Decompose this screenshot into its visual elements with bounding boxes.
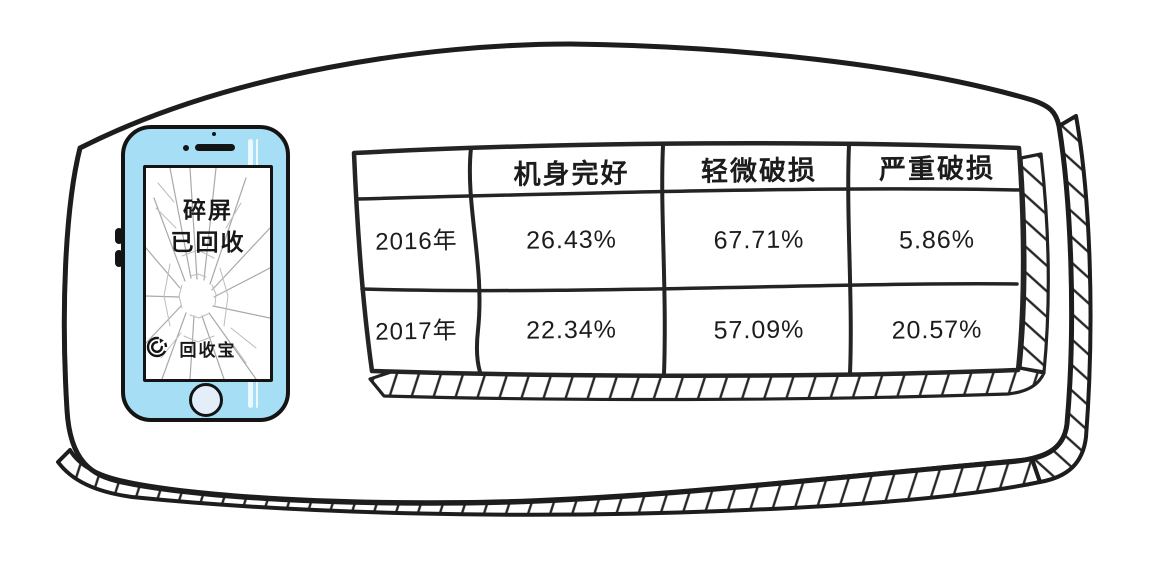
table-header-cell: 轻微破损 xyxy=(700,155,818,187)
table-header-cell: 机身完好 xyxy=(513,158,630,190)
table-cell: 57.09% xyxy=(713,315,805,345)
phone-screen-title-line1: 碎屏 xyxy=(183,197,233,223)
frame-outline xyxy=(61,41,1075,506)
camera-dot-icon xyxy=(183,145,189,151)
recycle-circle-arrow-icon xyxy=(146,336,168,358)
table-cell: 5.86% xyxy=(898,225,976,255)
phone-screen: 碎屏 已回收 回收宝 xyxy=(143,165,273,382)
phone-screen-title: 碎屏 已回收 xyxy=(146,194,270,258)
table-cell: 22.34% xyxy=(525,315,618,345)
home-button xyxy=(189,383,223,417)
phone-screen-title-line2: 已回收 xyxy=(170,229,246,255)
table-cell: 67.71% xyxy=(713,225,805,255)
speaker-bar-icon xyxy=(195,144,235,151)
camera-dot-icon xyxy=(212,132,216,136)
phone-side-button xyxy=(115,228,123,244)
screen-cracks xyxy=(146,168,270,379)
brand-logo: 回收宝 xyxy=(146,336,270,361)
brand-label: 回收宝 xyxy=(179,341,237,360)
phone-illustration: 碎屏 已回收 回收宝 xyxy=(115,125,290,422)
table-cell: 20.57% xyxy=(891,315,983,345)
table-header-cell: 严重破损 xyxy=(878,153,996,185)
table-cell: 26.43% xyxy=(525,225,618,255)
table-row-label: 2016年 xyxy=(375,227,458,256)
table-grid xyxy=(351,141,1026,378)
table-row-label: 2017年 xyxy=(375,317,458,346)
phone-side-button xyxy=(115,250,123,267)
